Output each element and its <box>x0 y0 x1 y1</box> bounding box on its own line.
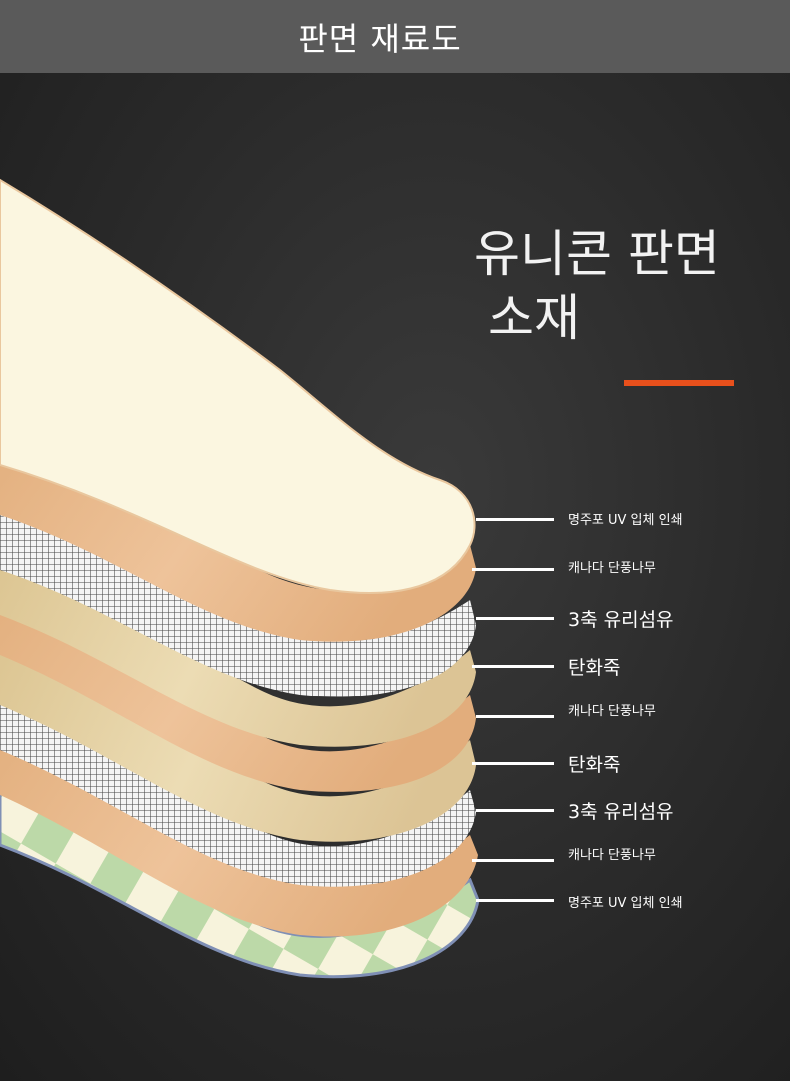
layer-label: 캐나다 단풍나무 <box>568 561 656 576</box>
pointer-line <box>476 809 554 812</box>
headline-line1: 유니콘 판면 <box>474 225 720 283</box>
layer-label: 명주포 UV 입체 인쇄 <box>568 513 683 528</box>
layer-label: 탄화죽 <box>568 657 621 679</box>
layer-top-print <box>0 178 476 594</box>
top-bar: 판면 재료도 <box>0 0 790 73</box>
layer-label: 3축 유리섬유 <box>568 609 674 631</box>
layer-label: 탄화죽 <box>568 754 621 776</box>
pointer-line <box>472 665 554 668</box>
pointer-line <box>472 762 554 765</box>
pointer-line <box>472 859 554 862</box>
headline: 유니콘 판면 소재 <box>474 222 774 350</box>
pointer-line <box>476 617 554 620</box>
pointer-line <box>476 715 554 718</box>
layer-label: 명주포 UV 입체 인쇄 <box>568 896 683 911</box>
pointer-line <box>476 518 554 521</box>
pointer-line <box>476 899 554 902</box>
layer-label: 캐나다 단풍나무 <box>568 704 656 719</box>
layer-label: 캐나다 단풍나무 <box>568 848 656 863</box>
headline-line2: 소재 <box>488 289 580 347</box>
layer-label: 3축 유리섬유 <box>568 801 674 823</box>
pointer-line <box>472 568 554 571</box>
page-title: 판면 재료도 <box>298 19 462 58</box>
accent-bar <box>624 380 734 386</box>
